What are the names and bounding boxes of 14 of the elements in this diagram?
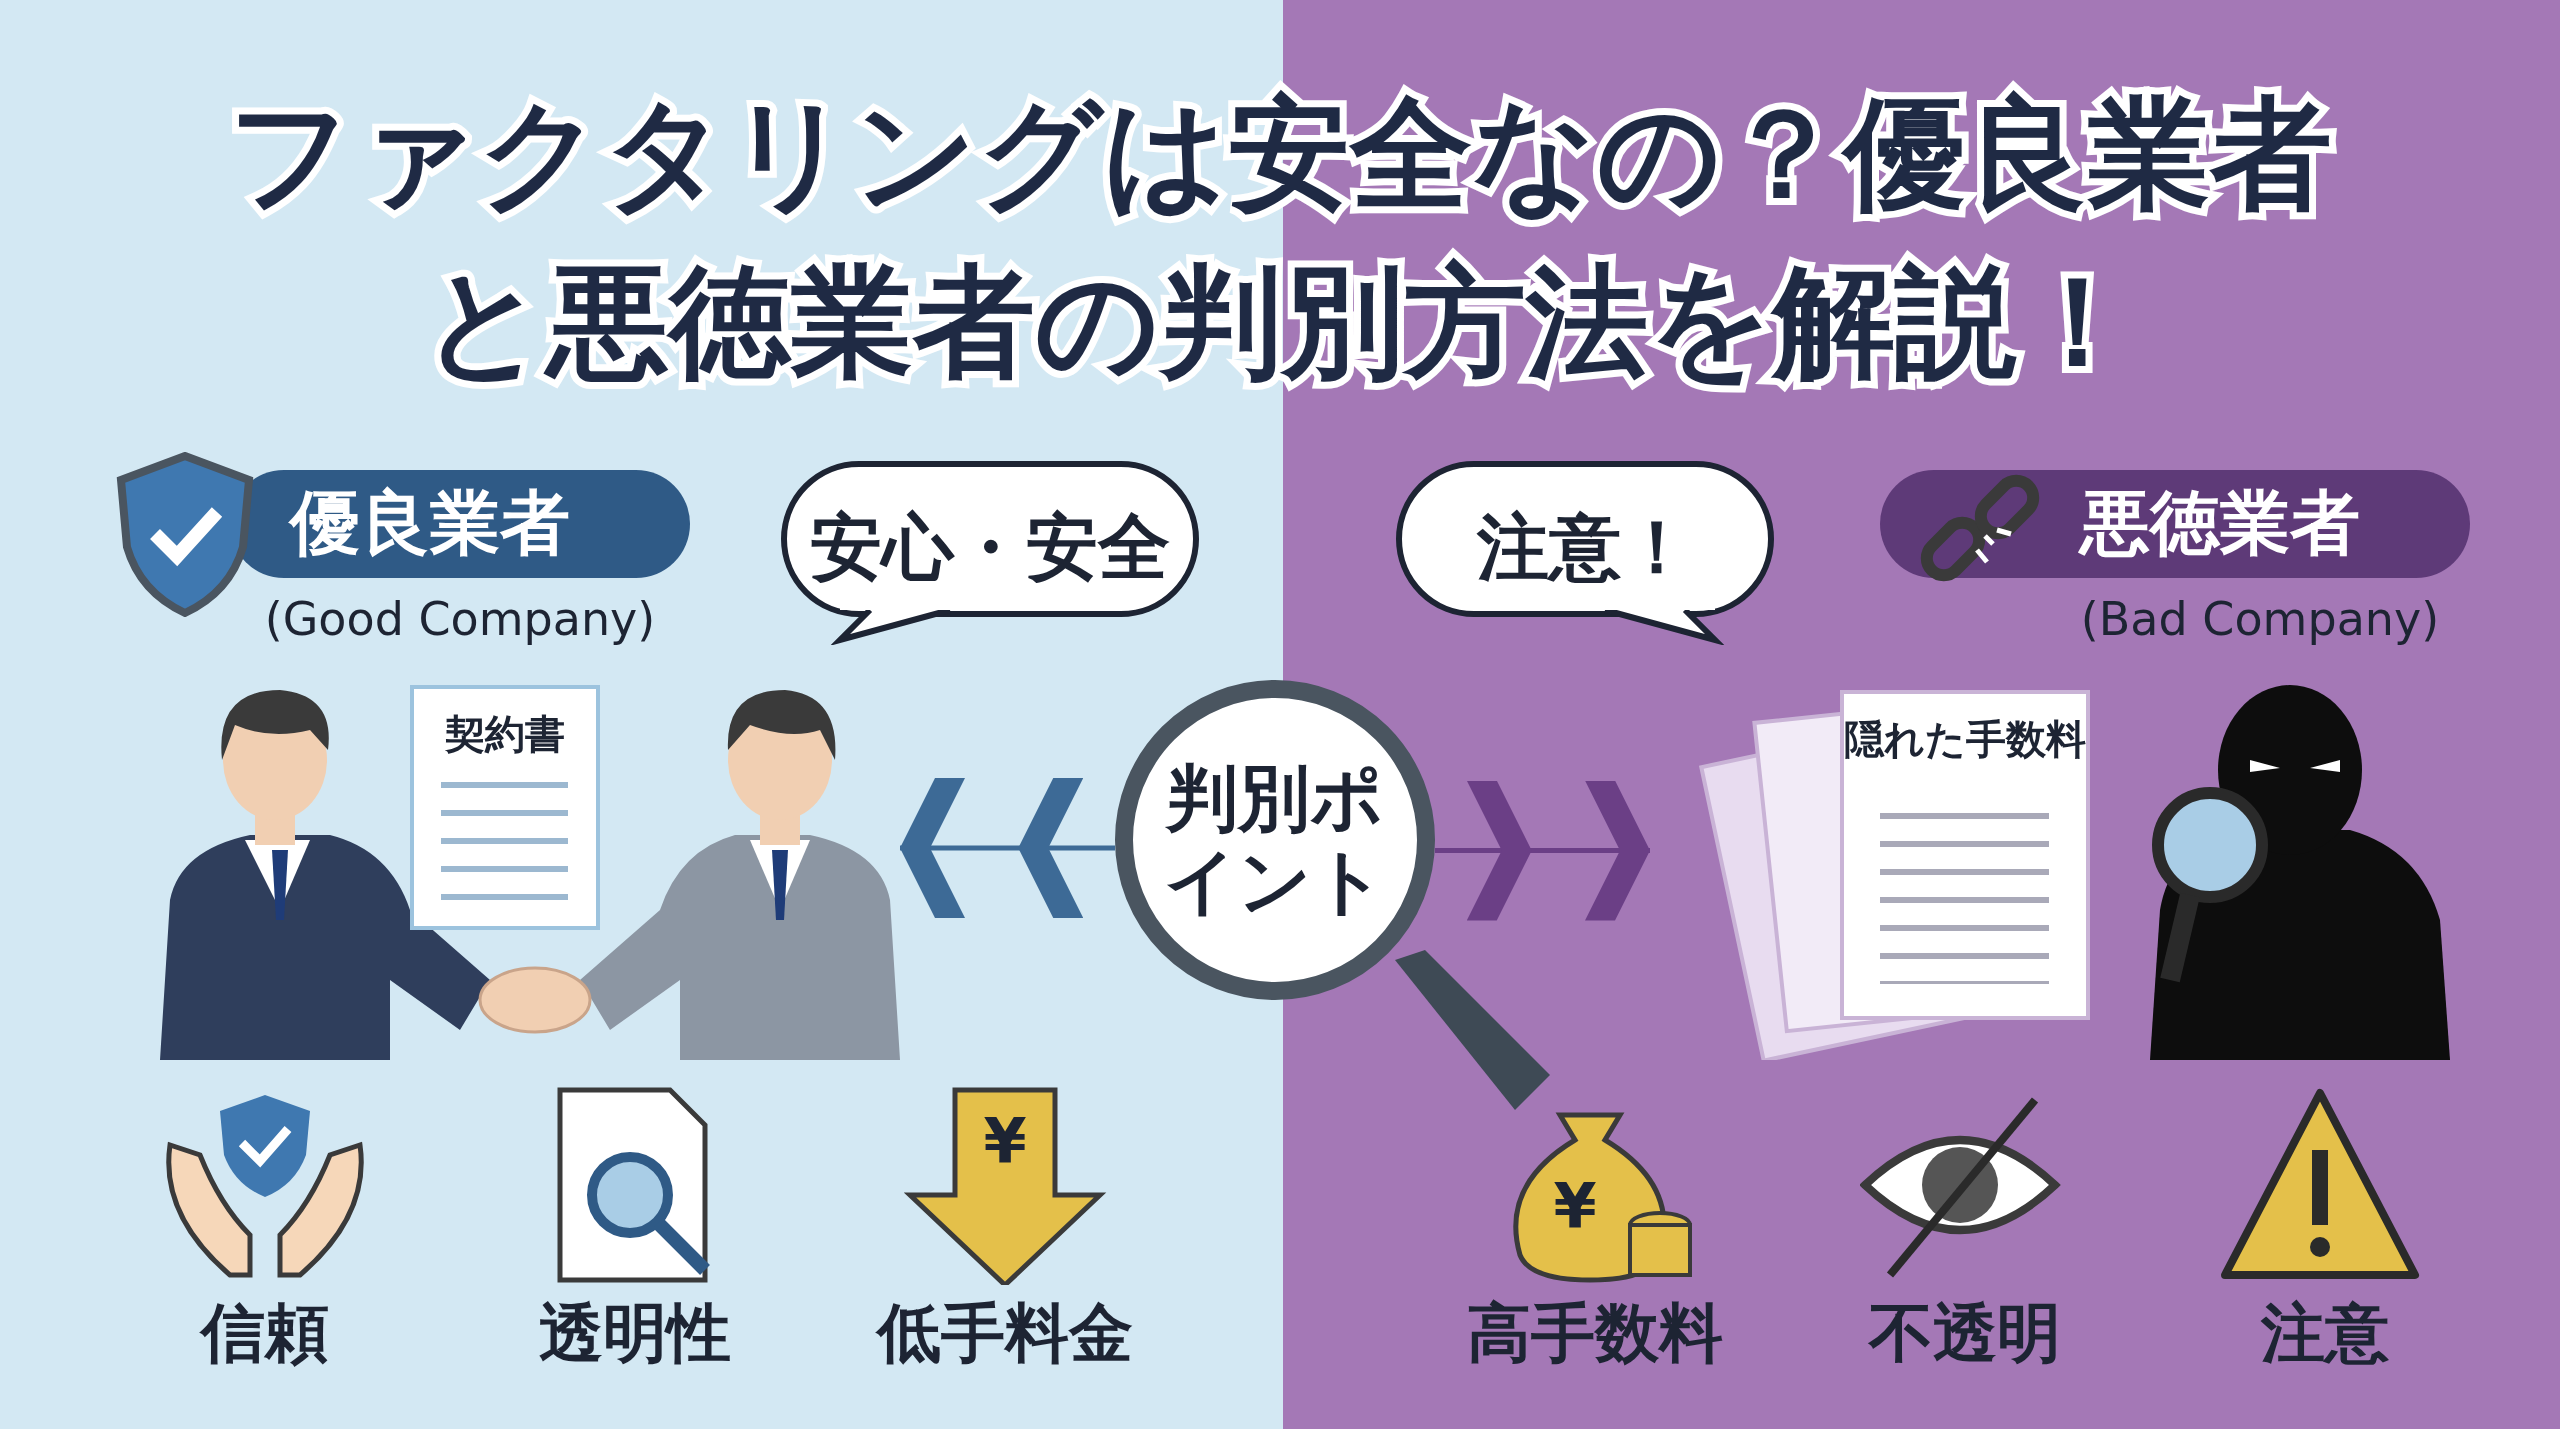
icon-caption: 不透明 <box>1867 1295 2062 1372</box>
yen-sign: ¥ <box>1552 1170 1598 1243</box>
badge-caption: (Good Company) <box>263 592 657 648</box>
icon-caption: 透明性 <box>538 1295 732 1372</box>
icon-caption: 信頼 <box>198 1295 330 1372</box>
icon-caption: 高手数料 <box>1466 1295 1724 1372</box>
document: 隠れた手数料 <box>1840 690 2090 1020</box>
badge-caption: (Bad Company) <box>2079 592 2441 648</box>
yen-sign: ¥ <box>982 1105 1028 1178</box>
category-badge: 悪徳業者 <box>1880 470 2470 578</box>
icon-caption: 注意 <box>2260 1295 2390 1372</box>
icon-caption: 低手料金 <box>874 1295 1134 1372</box>
document: 契約書 <box>410 685 600 930</box>
magnifier: 判別ポイント <box>1115 680 1435 1000</box>
